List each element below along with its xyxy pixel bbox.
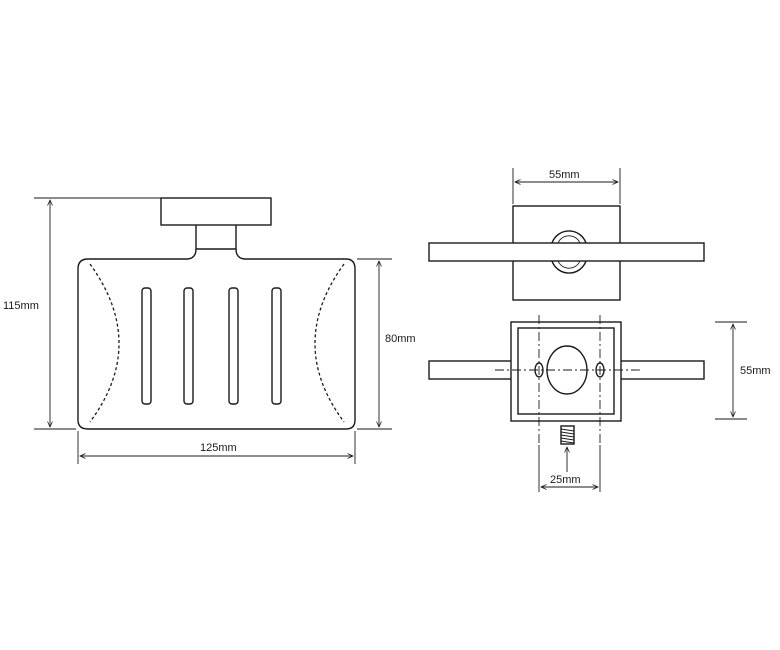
front-view: 115mm 80mm 125mm xyxy=(3,197,416,464)
dimension-label-25: 25mm xyxy=(550,474,581,486)
wall-mount-cap xyxy=(160,197,272,226)
drain-slot xyxy=(141,287,152,405)
basket-outline xyxy=(77,258,356,430)
left-dashed-curve xyxy=(89,263,120,423)
set-screw-thread xyxy=(560,428,575,444)
back-plate-inner xyxy=(517,327,615,415)
mount-neck xyxy=(195,225,237,250)
dimension-label-55-width: 55mm xyxy=(549,169,580,181)
top-bar xyxy=(428,242,705,262)
dimension-label-80: 80mm xyxy=(385,333,416,345)
back-plate xyxy=(510,321,622,422)
drain-slot xyxy=(228,287,239,405)
mount-ring-inner xyxy=(557,235,581,269)
drain-slot xyxy=(271,287,282,405)
neck-shoulder xyxy=(187,248,245,260)
top-view: 55mm xyxy=(428,168,705,301)
mount-ring xyxy=(551,230,587,244)
mount-ring xyxy=(551,260,587,274)
dimension-label-125: 125mm xyxy=(200,442,237,454)
dimension-label-55-height: 55mm xyxy=(740,365,771,377)
dimension-label-115: 115mm xyxy=(3,300,39,312)
right-dashed-curve xyxy=(314,263,345,423)
back-view: 55mm 25mm xyxy=(428,315,771,492)
drain-slot xyxy=(183,287,194,405)
